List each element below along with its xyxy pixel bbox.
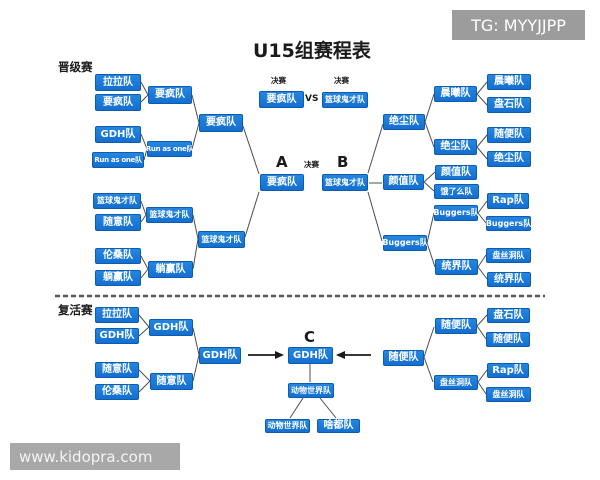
team-box-vr-w1: 随便队 (435, 318, 477, 334)
team-box-vc-c1: 动物世界队 (265, 419, 310, 433)
team-box-rt-r1c: 随便队 (487, 127, 531, 143)
watermark-site: www.kidopra.com (10, 443, 180, 470)
team-box-rt-r1d: 绝尘队 (487, 151, 531, 167)
team-box-slot-a: 要疯队 (260, 174, 304, 191)
team-box-rm-r1b: 饿了么队 (434, 184, 479, 199)
team-box-vr-r1b: 随便队 (486, 332, 530, 347)
section-label-promotion: 晋级赛 (58, 60, 93, 74)
team-box-rb-r1c: 盘丝洞队 (486, 248, 531, 263)
team-box-lb-sf: 篮球鬼才队 (198, 231, 245, 248)
final-label-right: 决赛 (334, 76, 349, 85)
team-box-lt-w2: Run as one队 (146, 141, 193, 157)
team-box-vl-r1d: 伦桑队 (95, 384, 139, 400)
team-box-vr-r1d: 盘丝洞队 (486, 387, 531, 402)
team-box-vr-r1c: Rap队 (487, 363, 529, 378)
team-box-vr-sf: 随便队 (383, 350, 424, 366)
team-box-vl-w1: GDH队 (149, 319, 193, 336)
vs-label: VS (305, 94, 319, 104)
team-box-lb-w1: 篮球鬼才队 (146, 207, 193, 223)
team-box-vr-r1a: 盘石队 (487, 308, 530, 323)
team-box-vc-mid: 动物世界队 (288, 383, 334, 398)
team-box-final-left: 要疯队 (259, 91, 304, 108)
team-box-lt-sf: 要疯队 (199, 114, 243, 132)
team-box-vl-sf: GDH队 (199, 347, 241, 364)
team-box-rt-w1: 晨曦队 (434, 86, 477, 102)
team-box-vc-c2: 啥都队 (317, 419, 360, 433)
team-box-vl-r1c: 随意队 (95, 362, 139, 378)
team-box-rt-r1a: 晨曦队 (487, 74, 531, 90)
team-box-vl-r1b: GDH队 (95, 328, 139, 344)
watermark-telegram: TG: MYYJJPP (452, 10, 585, 40)
team-box-slot-c: GDH队 (288, 347, 333, 364)
section-label-revival: 复活赛 (58, 303, 93, 317)
team-box-rm-sf: 颜值队 (383, 174, 424, 190)
team-box-final-right: 篮球鬼才队 (322, 92, 368, 108)
team-box-rt-r1b: 盘石队 (487, 97, 531, 113)
team-box-rt-w2: 绝尘队 (434, 139, 477, 155)
team-box-vl-w2: 随意队 (150, 373, 193, 390)
team-box-vl-r1a: 拉拉队 (95, 307, 139, 323)
slot-a-label: A (276, 153, 288, 171)
team-box-lt-r1a: 拉拉队 (95, 74, 141, 91)
team-box-rt-sf: 绝尘队 (383, 114, 425, 130)
team-box-slot-b: 篮球鬼才队 (322, 174, 368, 191)
team-box-lb-r1a: 篮球鬼才队 (93, 193, 141, 209)
team-box-vr-w2: 盘丝洞队 (434, 375, 478, 390)
team-box-lb-r1d: 躺赢队 (95, 270, 141, 286)
slot-b-label: B (337, 153, 349, 171)
team-box-lt-r1b: 要疯队 (95, 94, 141, 111)
team-box-rb-w1: Buggers队 (433, 205, 479, 221)
team-box-rm-r1a: 颜值队 (435, 165, 477, 180)
page-title: U15组赛程表 (253, 40, 371, 62)
team-box-rb-sf: Buggers队 (382, 235, 428, 251)
team-box-lb-r1b: 随意队 (95, 214, 141, 231)
team-box-rb-r1b: Buggers队 (486, 216, 531, 231)
team-box-rb-r1a: Rap队 (487, 193, 529, 209)
final-label-left: 决赛 (271, 76, 286, 85)
slot-c-label: C (304, 328, 316, 346)
team-box-lt-r1c: GDH队 (95, 126, 141, 143)
team-box-lb-r1c: 伦桑队 (95, 248, 141, 264)
team-box-lt-w1: 要疯队 (148, 86, 192, 104)
team-box-lb-w2: 躺赢队 (148, 261, 193, 278)
team-box-lt-r1d: Run as one队 (92, 152, 144, 168)
final-label-mid: 决赛 (304, 160, 319, 169)
team-box-rb-r1d: 统界队 (487, 272, 531, 287)
team-box-rb-w2: 统界队 (435, 259, 478, 275)
